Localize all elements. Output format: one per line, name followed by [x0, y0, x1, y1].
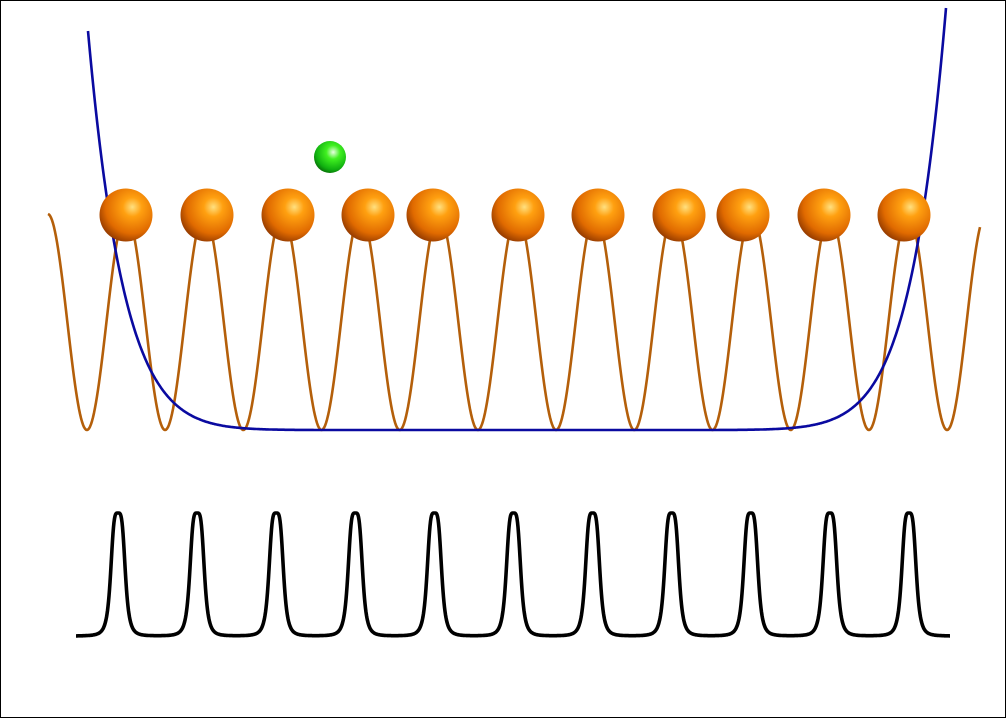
- atom-sphere-5: [406, 188, 460, 242]
- atom-sphere-7: [571, 188, 625, 242]
- atoms-group: [99, 188, 931, 242]
- atom-sphere-11: [877, 188, 931, 242]
- trap-potential-group: [86, 7, 948, 432]
- atom-sphere-3: [261, 188, 315, 242]
- trap-potential-curve: [86, 7, 948, 432]
- atom-sphere-6: [491, 188, 545, 242]
- atom-sphere-4: [341, 188, 395, 242]
- lattice-potential-group: [47, 212, 982, 432]
- lattice-potential-curve: [47, 212, 982, 432]
- atom-sphere-1: [99, 188, 153, 242]
- density-profile-curve: [74, 511, 952, 638]
- atom-sphere-10: [797, 188, 851, 242]
- impurity-sphere: [314, 141, 346, 173]
- impurity-group: [314, 141, 346, 173]
- atom-sphere-9: [716, 188, 770, 242]
- atom-sphere-8: [652, 188, 706, 242]
- atom-sphere-2: [180, 188, 234, 242]
- density-profile-group: [74, 511, 952, 638]
